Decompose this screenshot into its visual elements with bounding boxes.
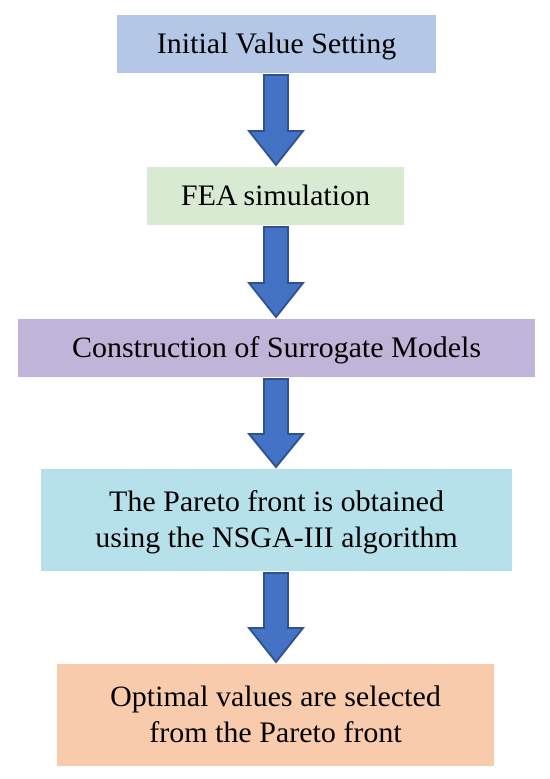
step-label-line-2: from the Pareto front: [149, 716, 402, 749]
down-arrow-icon: [246, 74, 306, 167]
down-arrow-icon: [246, 572, 306, 664]
step-optimal-values-selected: Optimal values are selected from the Par…: [57, 664, 494, 766]
step-label-line-2: using the NSGA-III algorithm: [95, 521, 458, 554]
down-arrow-icon: [246, 378, 306, 469]
step-label-line-1: The Pareto front is obtained: [109, 485, 444, 518]
step-fea-simulation: FEA simulation: [147, 167, 404, 225]
step-label: FEA simulation: [180, 179, 371, 212]
step-pareto-front-obtained: The Pareto front is obtained using the N…: [41, 469, 512, 571]
step-label-line-1: Optimal values are selected: [110, 680, 441, 713]
step-initial-value-setting: Initial Value Setting: [117, 15, 436, 73]
step-construction-of-surrogate-models: Construction of Surrogate Models: [18, 319, 535, 377]
down-arrow-icon: [246, 226, 306, 319]
step-label: Construction of Surrogate Models: [71, 331, 482, 364]
step-label: Initial Value Setting: [156, 27, 397, 60]
